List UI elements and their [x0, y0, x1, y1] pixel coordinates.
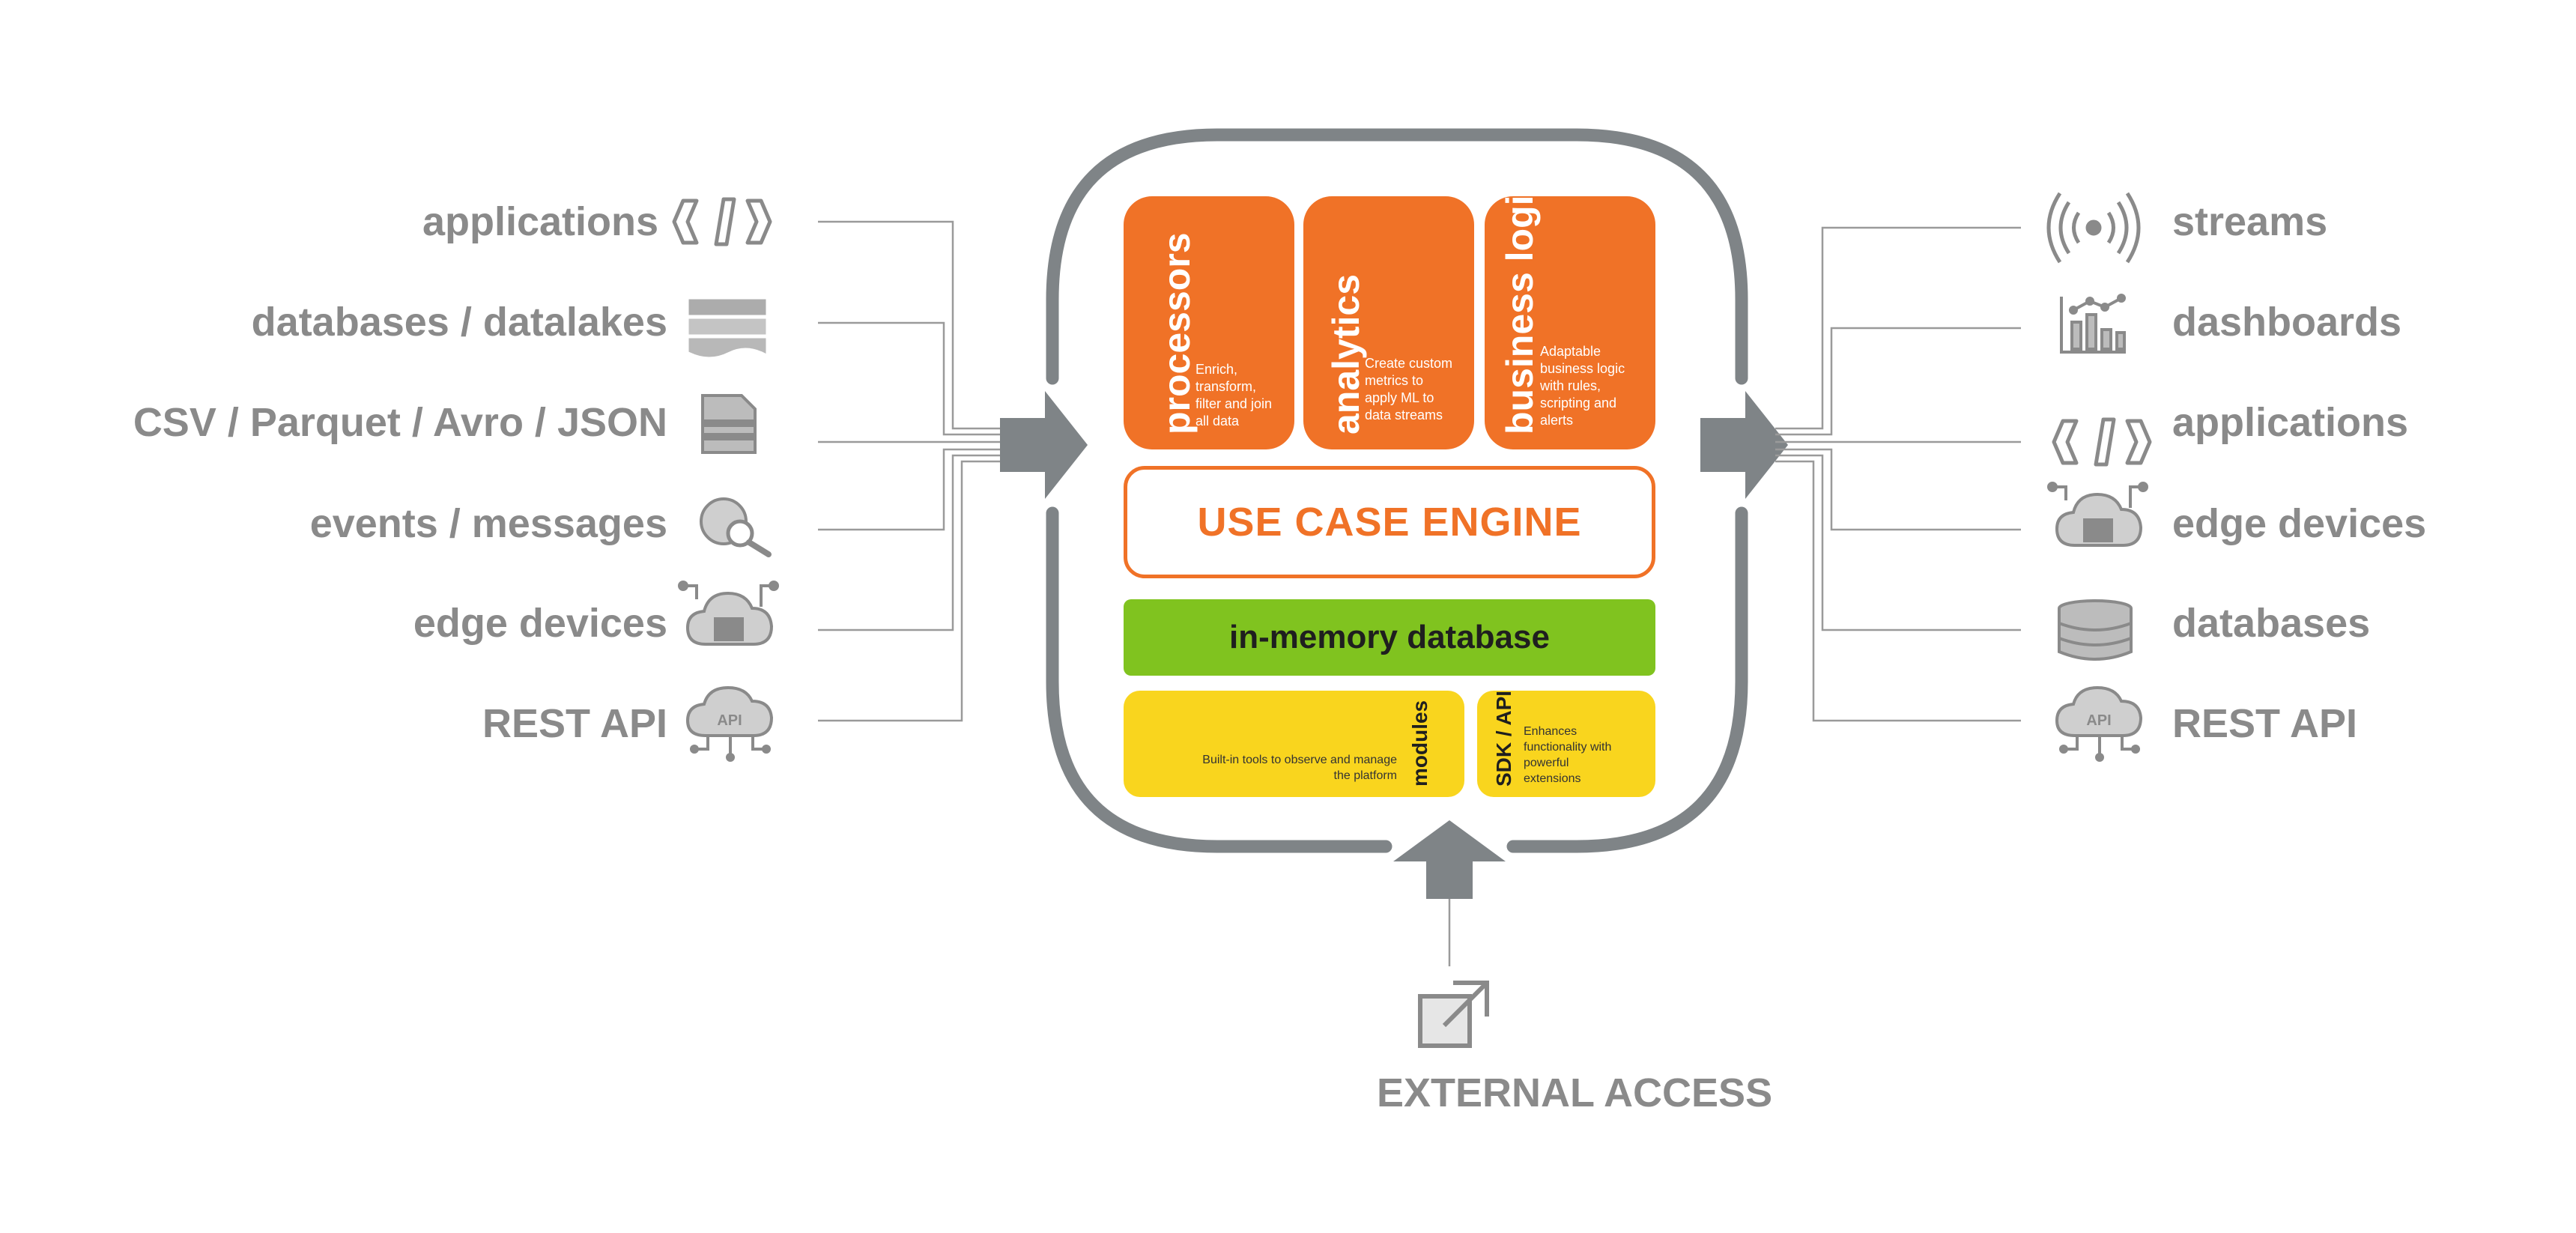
datalake-icon [688, 299, 766, 357]
input-label-applications: applications [422, 199, 658, 244]
output-label-streams: streams [2172, 199, 2328, 244]
code-icon [672, 197, 772, 246]
modules-title: modules [1408, 700, 1431, 787]
api-cloud-icon-label: API [717, 712, 742, 729]
sdk-api-title: SDK / API [1492, 691, 1515, 787]
code-icon [2052, 417, 2152, 467]
file-icon [701, 394, 757, 454]
processors-desc: Enrich, transform, filter and join all d… [1195, 362, 1273, 428]
analytics-block: analytics Create custom metrics to apply… [1303, 196, 1474, 449]
modules-block: modules Built-in tools to observe and ma… [1124, 691, 1464, 797]
api-cloud-icon [685, 685, 774, 762]
edge-device-icon [678, 581, 779, 646]
sdk-api-block: SDK / API Enhances functionality with po… [1477, 691, 1655, 797]
analytics-title: analytics [1325, 273, 1367, 434]
api-cloud-icon [2055, 685, 2143, 762]
api-cloud-icon-label: API [2086, 712, 2111, 729]
input-label-edge-devices: edge devices [413, 601, 667, 646]
external-arrow [1393, 820, 1506, 899]
sdk-api-desc: Enhances functionality with powerful ext… [1524, 725, 1612, 785]
use-case-engine-box: USE CASE ENGINE [1124, 466, 1655, 578]
event-search-icon [700, 497, 772, 557]
output-arrow [1700, 391, 1788, 499]
output-label-rest-api: REST API [2172, 701, 2358, 746]
business-logic-desc: Adaptable business logic with rules, scr… [1540, 344, 1625, 428]
modules-desc: Built-in tools to observe and manage the… [1202, 754, 1397, 782]
edge-device-icon [2047, 482, 2148, 547]
input-label-rest-api: REST API [482, 701, 667, 746]
input-connectors [818, 220, 1011, 722]
business-logic-block: business logic Adaptable business logic … [1485, 196, 1655, 449]
output-label-dashboards: dashboards [2172, 300, 2402, 345]
external-access-label: EXTERNAL ACCESS [1377, 1070, 1773, 1115]
processors-title: processors [1156, 232, 1198, 434]
external-link-icon [1418, 981, 1489, 1048]
output-label-applications: applications [2172, 400, 2409, 445]
analytics-desc: Create custom metrics to apply ML to dat… [1365, 356, 1453, 422]
processors-block: processors Enrich, transform, filter and… [1124, 196, 1294, 449]
engine-frame [1046, 128, 1748, 853]
output-connectors [1775, 226, 2021, 722]
output-label-databases: databases [2172, 601, 2371, 646]
input-label-file-formats: CSV / Parquet / Avro / JSON [133, 400, 667, 445]
input-label-events: events / messages [309, 501, 667, 546]
output-label-edge-devices: edge devices [2172, 501, 2427, 546]
in-memory-database-bar: in-memory database [1124, 599, 1655, 676]
database-icon [2058, 599, 2133, 661]
input-label-databases: databases / datalakes [251, 300, 667, 345]
business-logic-title: business logic [1499, 196, 1541, 434]
stream-broadcast-icon [2046, 192, 2141, 264]
input-arrow [1000, 391, 1088, 499]
dashboard-icon [2060, 294, 2126, 354]
